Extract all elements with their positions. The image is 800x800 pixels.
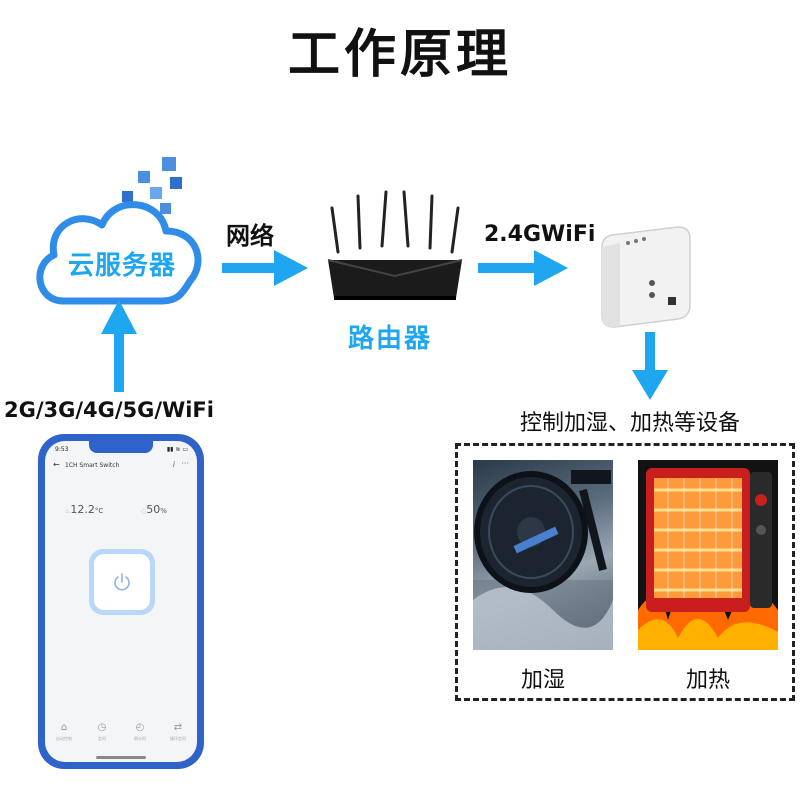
bottom-nav: ⌂ 自动控制 ◷ 定时 ◴ 倒计时 ⇄ 循环定时 bbox=[45, 722, 197, 752]
status-icons: ▮▮ ≋ ▭ bbox=[166, 446, 188, 453]
temperature-readout: ♨12.2°C bbox=[65, 503, 103, 516]
router-label: 路由器 bbox=[348, 324, 433, 354]
arrow-switch-to-devices bbox=[632, 332, 668, 400]
nav-item-timer[interactable]: ◷ 定时 bbox=[85, 722, 119, 752]
nav-label: 定时 bbox=[98, 736, 106, 741]
nav-label: 循环定时 bbox=[170, 736, 186, 741]
wifi-label: 2.4GWiFi bbox=[484, 222, 596, 247]
humidifier-fan-image bbox=[473, 460, 613, 650]
temperature-unit: °C bbox=[94, 507, 104, 515]
humidity-unit: % bbox=[160, 507, 167, 515]
phone-notch bbox=[89, 441, 153, 453]
humidify-label: 加湿 bbox=[520, 668, 565, 693]
network-label: 网络 bbox=[226, 222, 274, 250]
humidity-icon: ◌ bbox=[141, 508, 147, 515]
home-indicator bbox=[96, 756, 146, 759]
mobile-network-label: 2G/3G/4G/5G/WiFi bbox=[4, 398, 214, 422]
more-icon[interactable]: ··· bbox=[181, 459, 189, 468]
power-button-face bbox=[94, 554, 150, 610]
info-icon[interactable]: i bbox=[172, 460, 175, 469]
controlled-devices-box: 加湿 加热 bbox=[455, 443, 795, 701]
nav-label: 自动控制 bbox=[56, 736, 72, 741]
page-title: 工作原理 bbox=[287, 25, 512, 85]
arrow-cloud-to-router bbox=[222, 250, 308, 286]
temperature-icon: ♨ bbox=[65, 508, 71, 515]
humidity-value: 50 bbox=[146, 503, 161, 516]
cycle-timer-icon: ⇄ bbox=[173, 722, 183, 733]
humidity-readout: ◌50% bbox=[141, 503, 167, 516]
phone-screen: 9:53 ▮▮ ≋ ▭ ← 1CH Smart Switch i ··· ♨12… bbox=[45, 441, 197, 762]
router-icon bbox=[327, 190, 463, 300]
status-time: 9:53 bbox=[55, 446, 69, 453]
smartphone: 9:53 ▮▮ ≋ ▭ ← 1CH Smart Switch i ··· ♨12… bbox=[38, 434, 204, 769]
nav-item-auto-control[interactable]: ⌂ 自动控制 bbox=[47, 722, 81, 752]
nav-item-cycle-timer[interactable]: ⇄ 循环定时 bbox=[161, 722, 195, 752]
countdown-icon: ◴ bbox=[135, 722, 145, 733]
temperature-value: 12.2 bbox=[70, 503, 95, 516]
cloud-icon bbox=[36, 157, 202, 305]
heating-label: 加热 bbox=[685, 668, 730, 693]
power-icon bbox=[114, 573, 130, 591]
timer-icon: ◷ bbox=[97, 722, 107, 733]
auto-control-icon: ⌂ bbox=[60, 722, 68, 733]
arrow-router-to-switch bbox=[478, 250, 568, 286]
power-button[interactable] bbox=[89, 549, 155, 615]
app-title: 1CH Smart Switch bbox=[65, 462, 120, 469]
cloud-server-label: 云服务器 bbox=[67, 251, 176, 281]
back-arrow-icon[interactable]: ← bbox=[53, 460, 60, 469]
smart-switch-device bbox=[601, 226, 691, 328]
heater-image bbox=[638, 460, 778, 650]
app-header: ← 1CH Smart Switch i ··· bbox=[45, 459, 197, 477]
nav-item-countdown[interactable]: ◴ 倒计时 bbox=[123, 722, 157, 752]
nav-label: 倒计时 bbox=[134, 736, 146, 741]
devices-caption: 控制加湿、加热等设备 bbox=[519, 411, 740, 436]
